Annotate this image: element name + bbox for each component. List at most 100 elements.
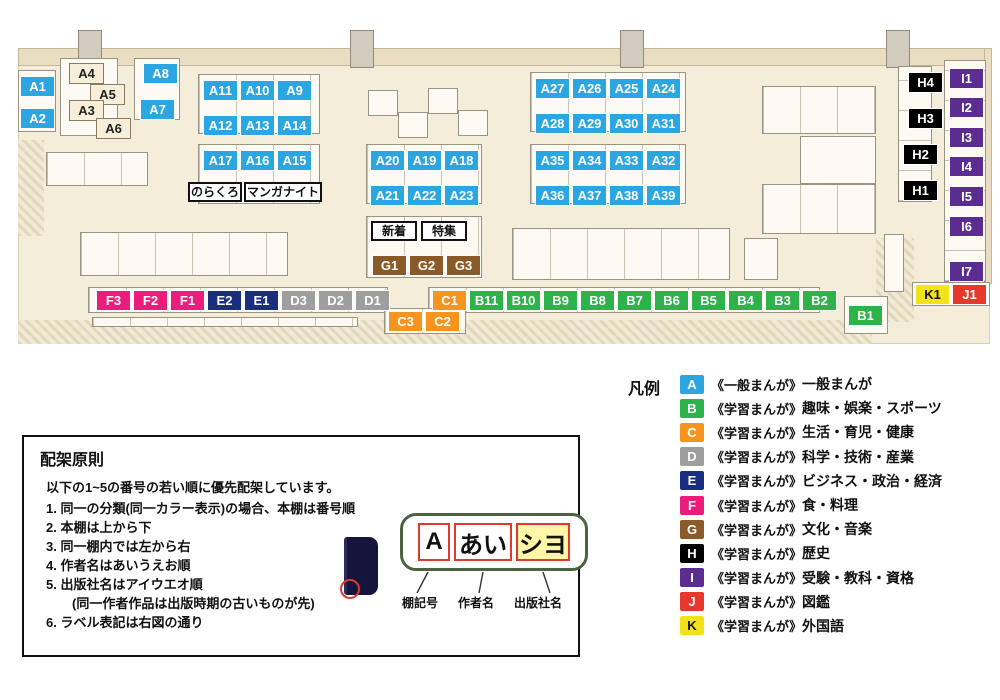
shelf-label-f2: F2 [133,290,168,311]
legend-color-swatch: C [680,422,704,442]
legend-label: 文化・音楽 [802,521,873,538]
shelf-label-j1: J1 [952,284,987,305]
shelf-label-a2: A2 [20,108,55,129]
legend-row-g: G 《学習まんが》文化・音楽 [680,517,942,541]
shelf-label-b2: B2 [802,290,837,311]
shelf-label-i4: I4 [949,156,984,177]
legend-row-c: C《学習まんが》生活・育児・健康 [680,420,942,444]
legend-category: 《学習まんが》 [711,498,803,514]
legend-color-swatch: E [680,471,704,491]
label-diagram-cell: シヨ [516,523,570,561]
legend-row-h: H 《学習まんが》歴史 [680,541,942,565]
shelf-label-a38: A38 [609,185,644,206]
shelf-label-e1: E1 [244,290,279,311]
shelf-label-b3: B3 [765,290,800,311]
map-sign: のらくろ [188,182,242,202]
hatched-area [18,140,44,236]
shelf-label-a17: A17 [203,150,238,171]
legend-row-f: F 《学習まんが》食・料理 [680,493,942,517]
shelf-label-a12: A12 [203,115,238,136]
legend-category: 《学習まんが》 [711,522,803,538]
legend-category: 《学習まんが》 [711,619,803,635]
map-sign: マンガナイト [244,182,322,202]
principles-rules: 1. 同一の分類(同一カラー表示)の場合、本棚は番号順 2. 本棚は上から下 3. … [46,499,355,632]
legend-color-swatch: J [680,592,704,612]
shelf-block [800,136,876,184]
shelf-label-a15: A15 [277,150,312,171]
legend-category: 《学習まんが》 [711,401,803,417]
legend-category: 《学習まんが》 [711,546,803,562]
shelf-label-a33: A33 [609,150,644,171]
shelf-label-a19: A19 [407,150,442,171]
shelf-label-e2: E2 [207,290,242,311]
principle-rule: 4. 作者名はあいうえお順 [46,558,191,573]
shelf-label-a4: A4 [69,63,104,84]
legend-color-swatch: K [680,616,704,636]
shelf-label-a21: A21 [370,185,405,206]
legend-row-b: B《学習まんが》趣味・娯楽・スポーツ [680,396,942,420]
label-position-circle-icon [340,579,360,599]
legend-category: 《一般まんが》 [711,377,803,393]
principles-title: 配架原則 [40,452,105,469]
pillar [620,30,644,68]
shelf-label-c2: C2 [425,311,460,332]
principle-rule: 3. 同一棚内では左から右 [46,539,191,554]
legend-row-a: A《一般まんが》一般まんが [680,372,942,396]
shelf-label-f1: F1 [170,290,205,311]
shelf-label-c3: C3 [388,311,423,332]
shelf-label-a25: A25 [609,78,644,99]
shelf-block [762,184,876,234]
principles-intro: 以下の1~5の番号の若い順に優先配架しています。 [46,480,340,495]
shelf-label-a37: A37 [572,185,607,206]
shelf-label-a22: A22 [407,185,442,206]
label-diagram-cell: あい [454,523,512,561]
shelf-label-a5: A5 [90,84,125,105]
label-diagram-caption: 作者名 [458,596,495,610]
legend-color-swatch: F [680,495,704,515]
shelf-label-f3: F3 [96,290,131,311]
legend-color-swatch: G [680,519,704,539]
legend-title: 凡例 [628,381,661,398]
legend-label: 外国語 [802,617,845,634]
shelf-block [428,88,458,114]
shelf-label-g3: G3 [446,255,481,276]
legend-row-e: E《学習まんが》ビジネス・政治・経済 [680,469,942,493]
shelf-label-a7: A7 [140,99,175,120]
shelf-block [368,90,398,116]
shelf-label-c1: C1 [432,290,467,311]
shelf-label-a30: A30 [609,113,644,134]
shelf-label-a6: A6 [96,118,131,139]
principle-rule: (同一作者作品は出版時期の古いものが先) [46,596,315,611]
principle-rule: 2. 本棚は上から下 [46,520,152,535]
shelf-label-a10: A10 [240,80,275,101]
book-spine-icon [340,537,382,599]
legend-label: 食・料理 [802,497,859,514]
shelf-label-a20: A20 [370,150,405,171]
shelf-label-a18: A18 [444,150,479,171]
pillar [350,30,374,68]
legend-category: 《学習まんが》 [711,571,803,587]
legend-category: 《学習まんが》 [711,450,803,466]
shelf-block [80,232,288,276]
shelf-label-a27: A27 [535,78,570,99]
shelf-label-b8: B8 [580,290,615,311]
legend-color-swatch: H [680,543,704,563]
shelf-label-a26: A26 [572,78,607,99]
label-diagram-cell: A [418,523,450,561]
shelf-label-i7: I7 [949,261,984,282]
shelf-label-d2: D2 [318,290,353,311]
shelf-label-a11: A11 [203,80,238,101]
shelf-label-b4: B4 [728,290,763,311]
principle-rule: 1. 同一の分類(同一カラー表示)の場合、本棚は番号順 [46,501,356,516]
shelf-label-i6: I6 [949,216,984,237]
shelf-label-a29: A29 [572,113,607,134]
shelf-label-g2: G2 [409,255,444,276]
legend-label: ビジネス・政治・経済 [802,472,943,489]
legend-label: 歴史 [802,545,831,562]
legend-label: 受験・教科・資格 [802,569,915,586]
legend-color-swatch: B [680,398,704,418]
legend-label: 図鑑 [802,593,831,610]
shelf-label-i5: I5 [949,186,984,207]
